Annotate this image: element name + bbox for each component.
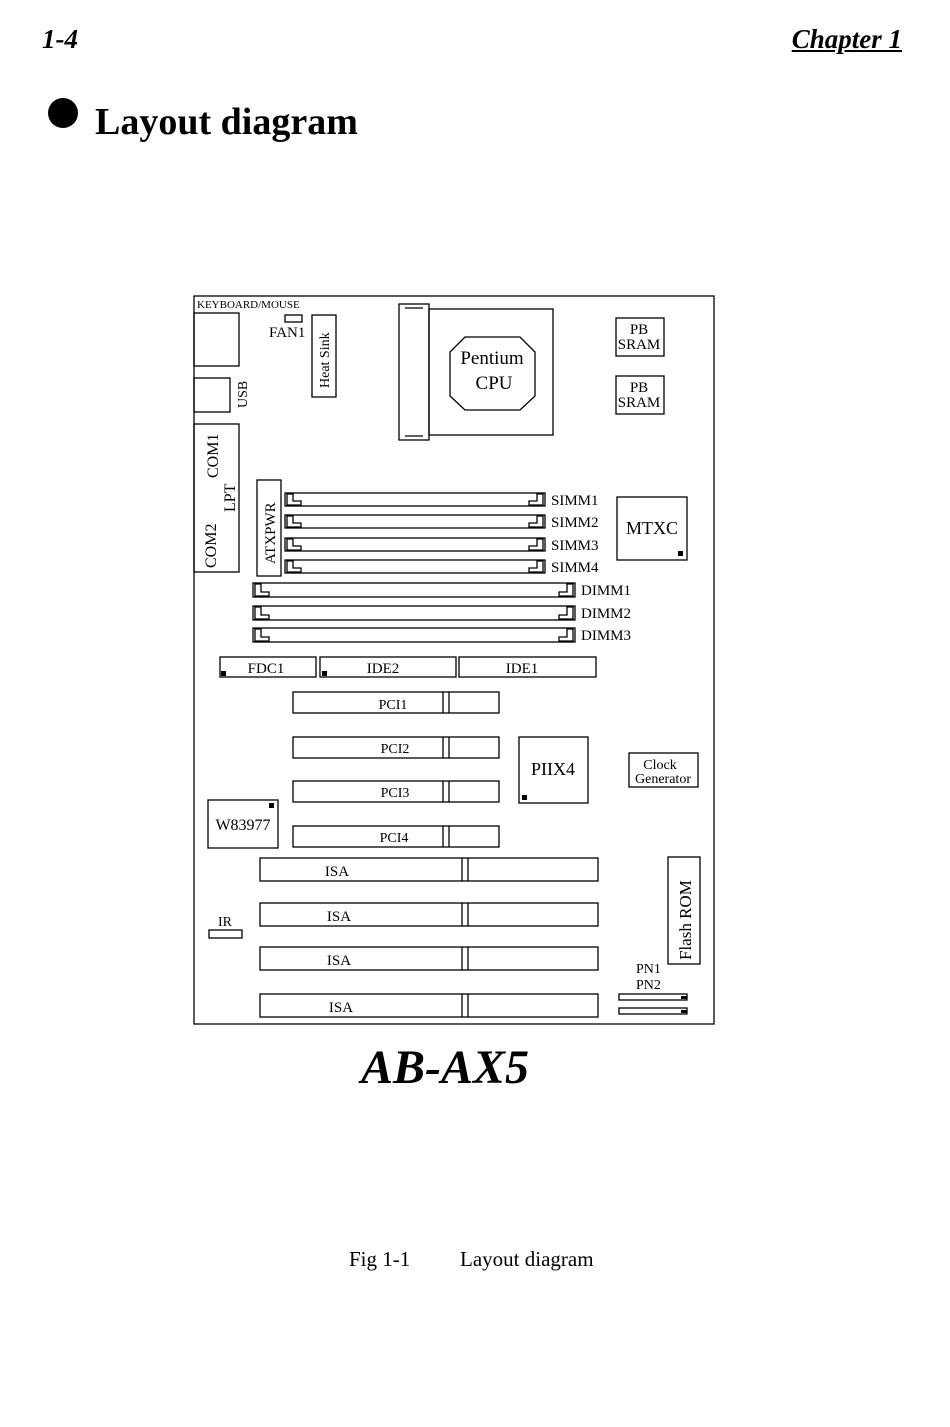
simm2-label: SIMM2 — [551, 515, 599, 531]
pci3-label: PCI3 — [381, 786, 410, 801]
slot-latch — [286, 538, 302, 551]
com1-label: COM1 — [205, 434, 222, 478]
dimm2-label: DIMM2 — [581, 606, 631, 622]
pin1-markers — [221, 551, 687, 1013]
slot-latch — [254, 583, 270, 597]
pb-sram-1 — [615, 317, 665, 357]
slot-latches — [254, 493, 574, 642]
clock-generator — [628, 752, 699, 788]
bullet-icon — [48, 98, 78, 128]
isa-slots — [259, 857, 599, 1018]
fan1-label: FAN1 — [269, 325, 305, 341]
isa2-label: ISA — [327, 909, 351, 925]
pb-sram-2-label-line1: PB — [630, 380, 648, 396]
slot-latch — [558, 583, 574, 597]
page-number: 1-4 — [42, 24, 78, 54]
slot-latch — [286, 493, 302, 506]
dimm-slots — [252, 582, 576, 643]
cpu-label-line1: Pentium — [460, 348, 524, 369]
ir-header — [208, 929, 243, 939]
fdc1-label: FDC1 — [248, 661, 285, 677]
mtxc-chip — [616, 496, 688, 561]
dimm3-label: DIMM3 — [581, 628, 631, 644]
pn1-header — [618, 993, 688, 1001]
lpt-label: LPT — [222, 483, 239, 512]
clock-label-line2: Generator — [635, 772, 691, 787]
dimm1-label: DIMM1 — [581, 583, 631, 599]
cpu-slot — [398, 303, 430, 441]
board-model-label: AB-AX5 — [360, 1041, 530, 1094]
figure-caption: Layout diagram — [460, 1247, 594, 1271]
pentium-cpu — [449, 336, 536, 411]
simm4-label: SIMM4 — [551, 560, 599, 576]
ide2-label: IDE2 — [367, 661, 400, 677]
slot-latch — [286, 515, 302, 528]
mtxc-label: MTXC — [626, 518, 678, 538]
pb-sram-1-label-line1: PB — [630, 322, 648, 338]
w83977-chip — [207, 799, 279, 849]
section-title: Layout diagram — [95, 101, 358, 143]
slot-latch — [254, 606, 270, 620]
pci2-label: PCI2 — [381, 742, 410, 757]
slot-latch — [286, 560, 302, 573]
pb-sram-2 — [615, 375, 665, 415]
slot-latch — [528, 560, 544, 573]
com2-label: COM2 — [203, 524, 220, 568]
figure-number: Fig 1-1 — [349, 1247, 411, 1271]
simm3-label: SIMM3 — [551, 538, 599, 554]
clock-label-line1: Clock — [643, 758, 676, 773]
pn2-label: PN2 — [636, 978, 661, 993]
usb-label: USB — [236, 381, 251, 408]
keyboard-mouse-connector — [193, 312, 240, 367]
slot-latch — [528, 515, 544, 528]
cpu-socket — [428, 308, 554, 436]
flash-rom — [667, 856, 701, 965]
pci1-label: PCI1 — [379, 698, 408, 713]
cpu-label-line2: CPU — [476, 373, 513, 394]
pb-sram-2-label-line2: SRAM — [618, 395, 661, 411]
isa4-label: ISA — [329, 1000, 353, 1016]
usb-connector — [193, 377, 231, 413]
ir-label: IR — [218, 915, 233, 930]
simm-slots — [284, 492, 546, 574]
pb-sram-1-label-line2: SRAM — [618, 337, 661, 353]
slot-latch — [558, 606, 574, 620]
isa1-label: ISA — [325, 864, 349, 880]
slot-latch — [558, 628, 574, 642]
slot-latch — [528, 493, 544, 506]
chapter-label: Chapter 1 — [791, 24, 902, 54]
ide1-connector — [458, 656, 597, 678]
pn2-header — [618, 1007, 688, 1015]
pci-slots — [292, 691, 500, 848]
fan1-header — [284, 314, 303, 323]
ide2-connector — [319, 656, 457, 678]
heat-sink-label: Heat Sink — [318, 332, 333, 388]
heat-sink — [311, 314, 337, 398]
slot-latch — [528, 538, 544, 551]
simm1-label: SIMM1 — [551, 493, 599, 509]
piix4-chip — [518, 736, 589, 804]
fdc1-connector — [219, 656, 317, 678]
pn1-label: PN1 — [636, 962, 661, 977]
atxpwr-label: ATXPWR — [263, 502, 279, 564]
board-outline — [193, 295, 715, 1025]
pci4-label: PCI4 — [380, 831, 409, 846]
com-lpt-connector — [193, 423, 240, 573]
piix4-label: PIIX4 — [531, 759, 575, 779]
ide1-label: IDE1 — [506, 661, 539, 677]
flash-rom-label: Flash ROM — [676, 880, 695, 960]
keyboard-mouse-label: KEYBOARD/MOUSE — [197, 299, 300, 311]
atxpwr-connector — [256, 479, 282, 577]
slot-latch — [254, 628, 270, 642]
w83977-label: W83977 — [215, 817, 270, 834]
isa3-label: ISA — [327, 953, 351, 969]
